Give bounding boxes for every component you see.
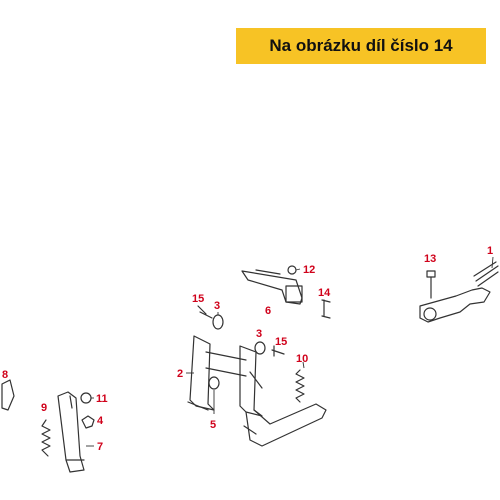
side-stand-7: [57, 391, 94, 473]
callout-6: 6: [265, 305, 271, 317]
callout-12: 12: [303, 264, 315, 276]
callout-11: 11: [96, 393, 108, 405]
spring-10: [295, 361, 305, 403]
bolt-13: [426, 270, 436, 299]
callout-7: 7: [97, 441, 103, 453]
callout-3-upper: 3: [214, 300, 220, 312]
callout-3-middle: 3: [256, 328, 262, 340]
pin-5: [208, 376, 220, 414]
callout-15-middle: 15: [275, 336, 287, 348]
part-number-banner: Na obrázku díl číslo 14: [236, 28, 486, 64]
bushing-3-middle: [254, 341, 266, 355]
callout-13: 13: [424, 253, 436, 265]
nut-4: [81, 415, 95, 429]
callout-14: 14: [318, 287, 331, 299]
bolt-15-middle: [271, 345, 285, 357]
kick-starter-lever: [419, 256, 499, 323]
nut-12: [287, 265, 301, 275]
bolt-15-upper: [197, 305, 213, 319]
spring-9: [41, 419, 51, 457]
bushing-3-upper: [212, 312, 224, 330]
bolt-11: [80, 392, 94, 404]
callout-5: 5: [210, 419, 216, 431]
bolt-14: [321, 299, 331, 319]
stand-pad-8: [1, 379, 15, 411]
callout-1: 1: [487, 245, 493, 257]
callout-8: 8: [2, 369, 8, 381]
stand-bracket-6: [241, 269, 303, 305]
callout-15-upper: 15: [192, 293, 204, 305]
callout-10: 10: [296, 353, 308, 365]
callout-2: 2: [177, 368, 183, 380]
callout-9: 9: [41, 402, 47, 414]
callout-4: 4: [97, 415, 104, 427]
